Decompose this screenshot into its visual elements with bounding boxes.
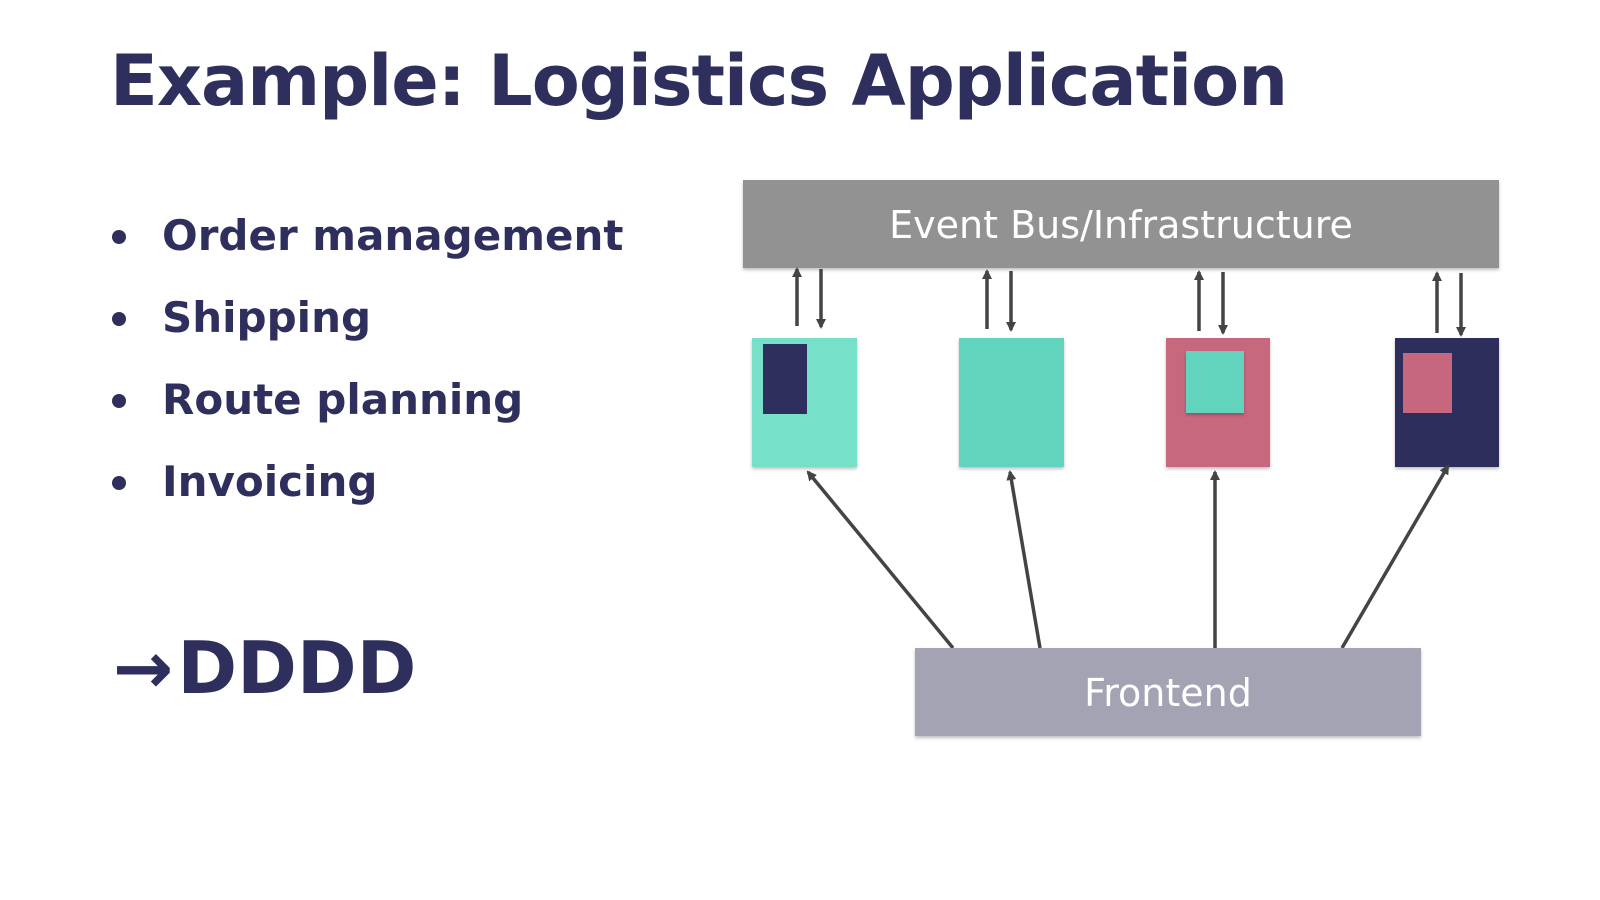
bullet-item: Shipping [110,290,623,372]
service-box [1395,338,1499,467]
bus-arrows [792,267,1466,337]
right-arrow-icon: → [113,626,174,710]
bullet-text: Shipping [162,293,372,342]
frontend-box [915,648,1421,736]
conclusion-text: DDDD [177,626,417,710]
bullet-item: Invoicing [110,454,623,536]
frontend-arrows [806,464,1450,650]
slide-title: Example: Logistics Application [110,40,1288,122]
bullet-item: Order management [110,208,623,290]
bullet-item: Route planning [110,372,623,454]
bullet-dot [112,394,126,408]
event-bus-label: Event Bus/Infrastructure [889,203,1353,247]
bullet-text: Invoicing [162,457,378,506]
bullet-dot [112,230,126,244]
bullet-text: Route planning [162,375,524,424]
frontend-arrow [1340,464,1450,649]
bullet-text: Order management [162,211,624,260]
frontend-arrow [806,470,955,650]
bullet-dot [112,312,126,326]
service-box [959,338,1064,467]
bullet-dot [112,476,126,490]
conclusion: →DDDD [113,626,416,710]
service-box [752,338,857,467]
service-box [1166,338,1270,467]
event-bus-box [743,180,1499,268]
bullet-list: Order management Shipping Route planning… [110,208,623,536]
frontend-label: Frontend [1084,671,1252,715]
frontend-arrow [1006,470,1042,649]
